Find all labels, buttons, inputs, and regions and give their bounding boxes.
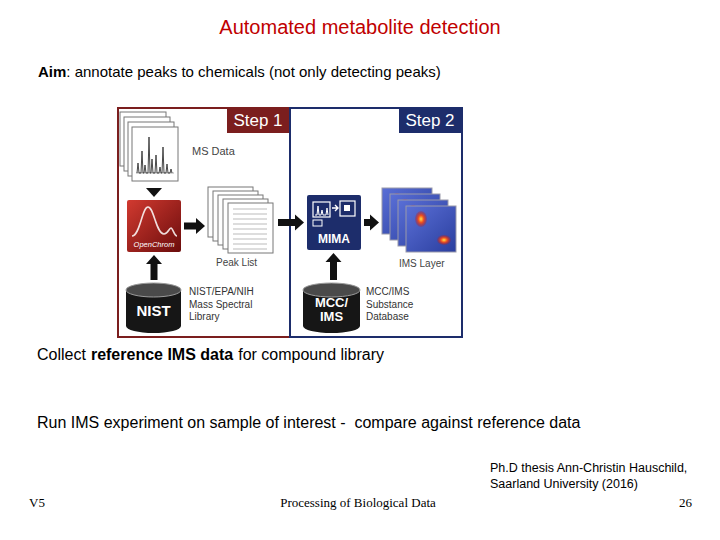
icon-path [132,207,177,236]
citation: Ph.D thesis Ann-Christin Hauschild, Saar… [490,460,718,492]
step-panel: Step 2MIMAIMS LayerMCC/ IMSMCC/IMS Subst… [289,107,463,338]
tool-name: MIMA [307,232,361,246]
icon-rect [340,201,355,216]
flow-arrow [146,255,162,280]
step-header: Step 1 [227,109,289,133]
flow-arrow [364,215,379,231]
icon-ellipse [415,211,427,227]
flow-arrow [184,218,205,234]
icon-svg [208,187,275,255]
icon-rect [313,202,330,217]
database-description: NIST/EPA/NIH Mass Spectral Library [189,286,269,324]
database-name: NIST [126,302,181,319]
tool-name: OpenChrom [127,240,181,249]
icon-line [233,249,267,250]
icon-line [233,239,267,240]
icon-rect [228,203,273,253]
step-header: Step 2 [399,109,461,133]
course-name: Processing of Biological Data [258,495,458,511]
icon-rect [127,200,181,252]
data-label: IMS Layer [399,258,445,269]
page-number: 26 [679,495,692,511]
aim-keyword: Aim [38,63,66,80]
icon-line [233,229,267,230]
icon-rect [313,220,322,226]
icon-line [233,234,267,235]
flow-arrow [278,215,304,231]
text-line: Run IMS experiment on sample of interest… [37,414,580,432]
icon-rect [132,127,178,181]
icon-ellipse [437,235,451,245]
flow-arrow [326,253,342,280]
icon-line [233,209,267,210]
icon-rect [307,195,361,250]
icon-rect [344,205,350,211]
text-line: Aim: annotate peaks to chemicals (not on… [38,63,441,80]
openchrom-tool: OpenChrom [127,200,181,252]
icon-line [233,244,267,245]
nist-database: NISTNIST/EPA/NIH Mass Spectral Library [126,283,181,333]
step-panel: Step 1MS DataOpenChromPeak ListNISTNIST/… [117,107,291,338]
aim-text: : annotate peaks to chemicals (not only … [66,63,440,80]
icon-line [233,214,267,215]
mcc-ims-database: MCC/ IMSMCC/IMS Substance Database [303,283,360,333]
lecture-number: V5 [29,495,45,511]
body-text: Run IMS experiment on sample of interest… [37,414,580,431]
ms-data-stack: MS Data [120,112,182,185]
peak-list-stack: Peak List [208,187,275,255]
body-text: for compound library [238,346,384,363]
icon-path [303,290,360,333]
text-line: Collect reference IMS data for compound li… [37,346,384,364]
icon-line [233,224,267,225]
icon-polyline [137,137,172,173]
flow-arrow [146,188,162,197]
icon-ellipse [126,283,181,297]
body-text: Collect [37,346,86,363]
icon-path [332,205,338,211]
mima-tool: MIMA [307,195,361,250]
icon-svg [120,112,182,185]
body-emphasis: reference IMS data [91,346,233,363]
icon-polyline [315,206,328,215]
database-name: MCC/ IMS [307,296,356,324]
icon-line [233,219,267,220]
icon-svg [382,188,460,255]
icon-ellipse [303,283,360,297]
slide-title: Automated metabolite detection [0,16,720,39]
data-label: MS Data [192,145,235,157]
icon-rect [406,206,456,252]
data-label: Peak List [216,257,257,268]
database-description: MCC/IMS Substance Database [366,286,438,324]
ims-layer-stack: IMS Layer [382,188,460,255]
